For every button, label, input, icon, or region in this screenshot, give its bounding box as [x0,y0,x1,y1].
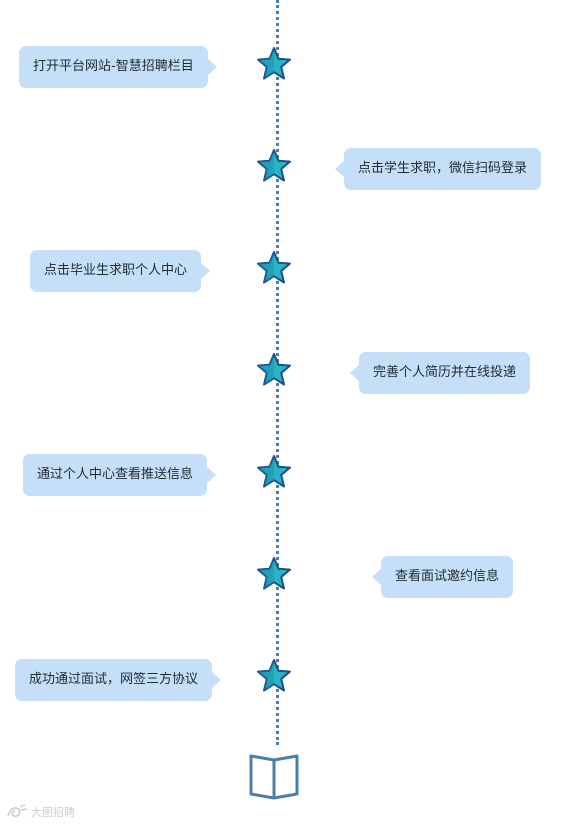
step-bubble-5: 通过个人中心查看推送信息 [23,454,217,496]
watermark-text: 大图招聘 [31,806,75,819]
brand-logo-icon [7,804,28,817]
open-book-icon [249,754,299,800]
watermark: 大图招聘 [6,803,75,821]
star-icon [257,149,291,182]
step-bubble-6: 查看面试邀约信息 [371,556,514,598]
star-icon [257,455,291,488]
star-icon [257,659,291,692]
star-icon [257,251,291,284]
step-bubble-7: 成功通过面试，网签三方协议 [15,659,222,701]
step-bubble-3: 点击毕业生求职个人中心 [30,250,211,292]
step-bubble-1: 打开平台网站-智慧招聘栏目 [19,46,217,88]
step-bubble-4: 完善个人简历并在线投递 [349,352,531,394]
star-icon [257,353,291,386]
star-icon [257,47,291,80]
star-icon [257,557,291,590]
step-bubble-2: 点击学生求职，微信扫码登录 [334,148,542,190]
